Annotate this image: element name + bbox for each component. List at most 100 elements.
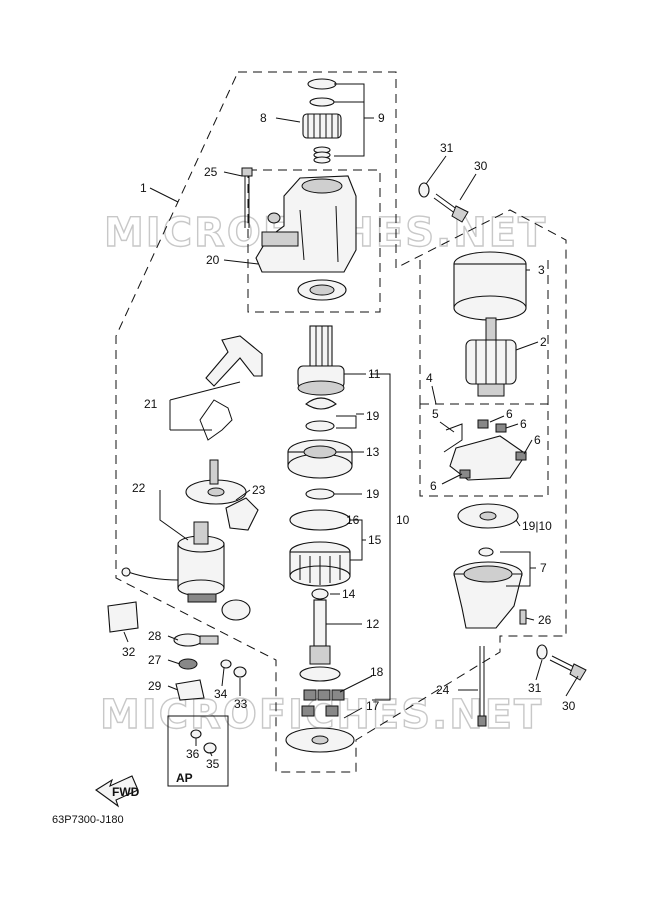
callout-19: 19 [366, 409, 380, 423]
callout-5: 5 [432, 407, 439, 421]
rear-end-cover [453, 561, 523, 629]
planet-gears-18 [301, 689, 345, 717]
washer-31-top [418, 182, 430, 198]
washer-34 [220, 659, 232, 669]
callout-30: 30 [562, 699, 576, 713]
brush-holder-box [419, 403, 549, 497]
callout-23: 23 [252, 483, 266, 497]
callout-6: 6 [520, 417, 527, 431]
snap-ring [305, 397, 337, 410]
diagram-code: 63P7300-J180 [52, 814, 124, 826]
bolt-30-bottom [549, 655, 587, 681]
nut-27 [178, 658, 198, 670]
armature-region [419, 260, 549, 404]
callout-19: 19 [366, 487, 380, 501]
callout-32: 32 [122, 645, 136, 659]
solenoid-cover-23 [225, 497, 259, 531]
bushing-7 [478, 547, 494, 557]
boot-32-cap [221, 599, 251, 621]
callout-28: 28 [148, 629, 162, 643]
callout-31: 31 [440, 141, 454, 155]
shift-lever [199, 335, 263, 441]
nut-33 [233, 666, 247, 678]
drive-housing-box [247, 169, 381, 313]
bushing-drive [267, 212, 281, 224]
bolt-30-top [433, 193, 469, 223]
through-bolt-25 [241, 167, 253, 228]
inset-ap-box [167, 715, 229, 787]
callout-35: 35 [206, 757, 220, 771]
assembly-outline [115, 71, 567, 773]
callout-16: 16 [346, 513, 360, 527]
washer-31-bottom [536, 644, 548, 660]
inset-label: AP [176, 771, 193, 785]
starter-solenoid [177, 521, 225, 603]
brush-plate [457, 503, 519, 529]
callout-27: 27 [148, 653, 162, 667]
callout-6: 6 [534, 433, 541, 447]
callout-17: 17 [366, 699, 380, 713]
plate-17 [285, 727, 355, 753]
clutch-shaft [297, 325, 345, 396]
callout-34: 34 [214, 687, 228, 701]
planetary-shaft [299, 599, 341, 682]
washer-36 [190, 729, 202, 739]
callout-24: 24 [436, 683, 450, 697]
pinion-spring [313, 146, 331, 164]
terminal-28 [173, 633, 219, 647]
callout-21: 21 [144, 397, 158, 411]
callout-10: 10 [396, 513, 410, 527]
callout-15: 15 [368, 533, 382, 547]
callout-1: 1 [140, 181, 147, 195]
brush-holder [443, 419, 527, 481]
callout-6: 6 [430, 479, 437, 493]
fwd-label: FWD [112, 785, 140, 799]
callout-25: 25 [204, 165, 218, 179]
callouts: 1 2 3 4 5 6 6 6 6 7 8 9 10 19|10 11 12 1… [122, 111, 576, 785]
stop-ring [309, 97, 335, 107]
armature [465, 317, 517, 397]
callout-14: 14 [342, 587, 356, 601]
fwd-arrow-icon: FWD [95, 775, 140, 808]
oil-seal-housing [297, 279, 347, 301]
leader-lines [123, 83, 579, 757]
drive-housing [255, 175, 357, 273]
callout-4: 4 [426, 371, 433, 385]
holder-29 [175, 679, 205, 701]
callout-36: 36 [186, 747, 200, 761]
washer-19-upper [305, 420, 335, 432]
callout-31: 31 [528, 681, 542, 695]
callout-33: 33 [234, 697, 248, 711]
callout-8: 8 [260, 111, 267, 125]
gear-holder [287, 439, 353, 479]
callout-3: 3 [538, 263, 545, 277]
gear-seal-16 [289, 509, 351, 531]
through-bolt-24 [477, 646, 487, 727]
callout-22: 22 [132, 481, 146, 495]
callout-2: 2 [540, 335, 547, 349]
callout-13: 13 [366, 445, 380, 459]
callout-19-10: 19|10 [522, 519, 552, 533]
yoke [453, 251, 527, 321]
callout-7: 7 [540, 561, 547, 575]
bearing-14 [311, 588, 329, 600]
solenoid-lead [121, 567, 179, 581]
callout-30: 30 [474, 159, 488, 173]
internal-gear [289, 541, 351, 587]
callout-20: 20 [206, 253, 220, 267]
washer-19-lower [305, 488, 335, 500]
callout-26: 26 [538, 613, 552, 627]
callout-12: 12 [366, 617, 380, 631]
callout-18: 18 [370, 665, 384, 679]
screw-26 [519, 609, 527, 625]
callout-6: 6 [506, 407, 513, 421]
insulator-32 [107, 601, 139, 633]
callout-9: 9 [378, 111, 385, 125]
nut-35 [203, 742, 217, 754]
seal-ring [307, 78, 337, 90]
solenoid-plate-23 [185, 459, 247, 505]
callout-29: 29 [148, 679, 162, 693]
callout-11: 11 [368, 367, 381, 381]
pinion-gear [302, 113, 342, 139]
